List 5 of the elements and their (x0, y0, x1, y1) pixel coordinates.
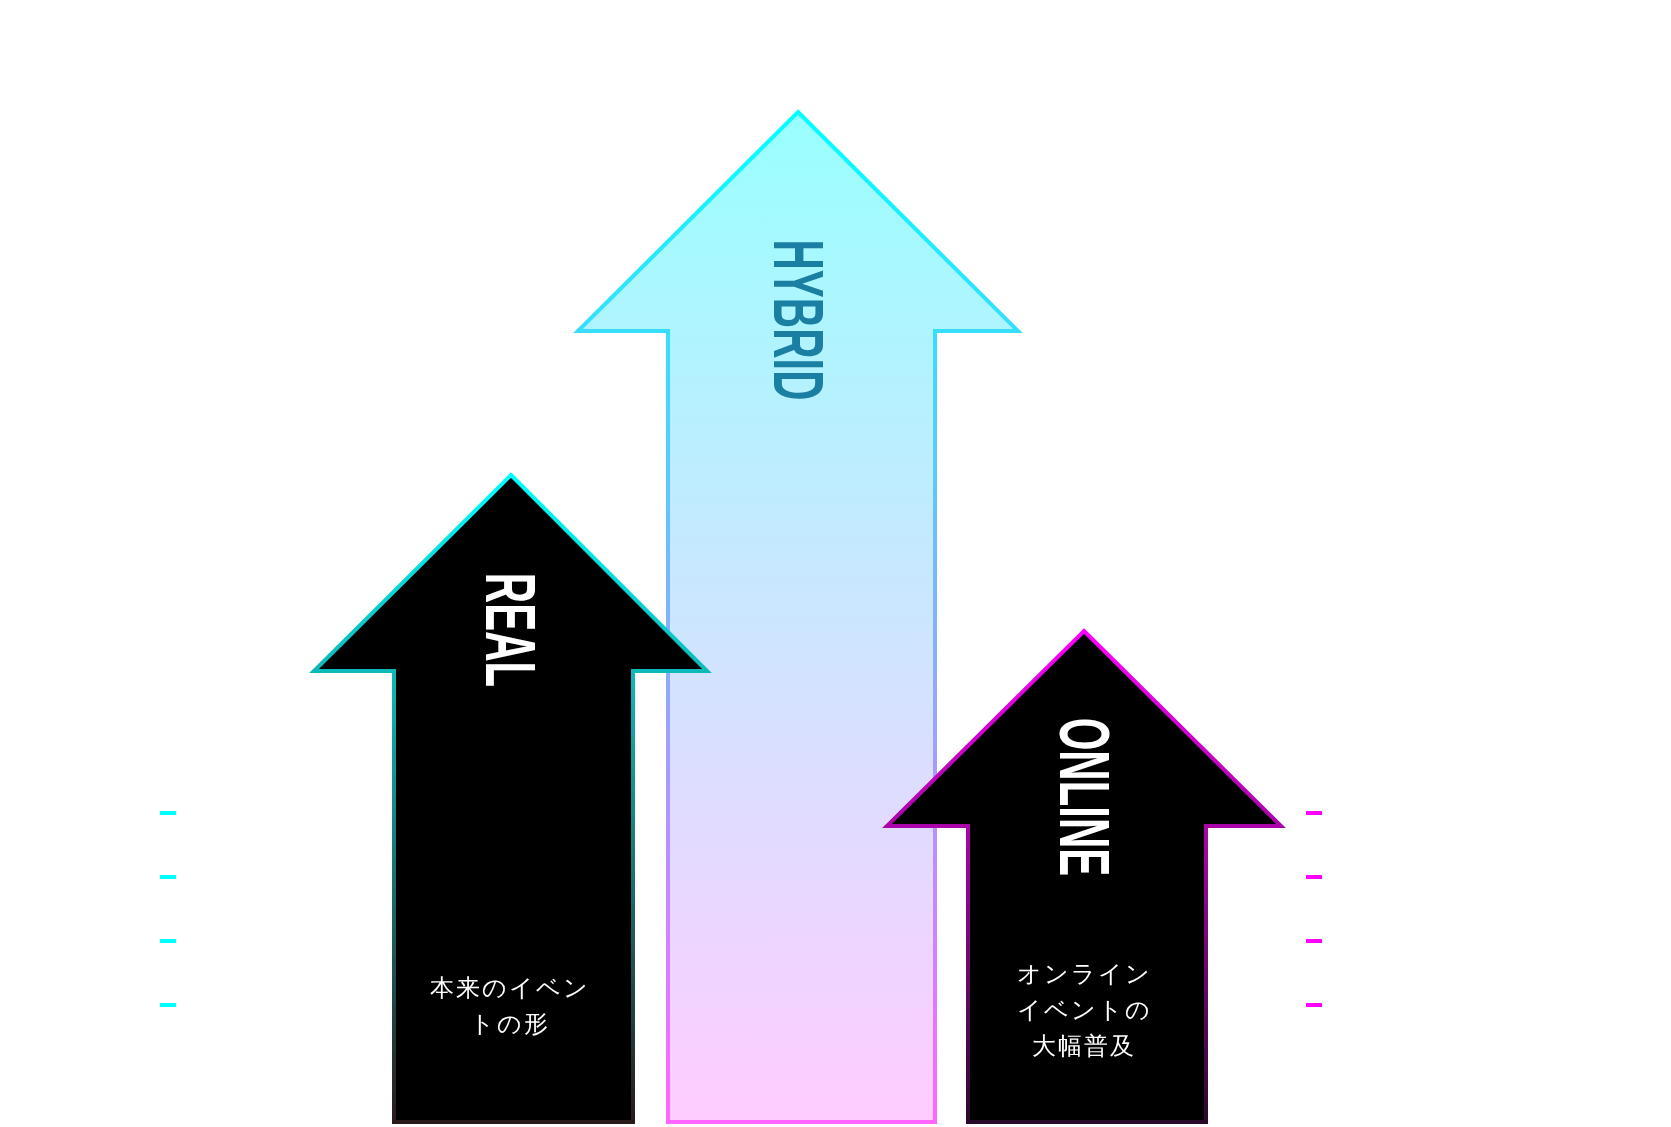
arrow-title: ONLINE (1049, 717, 1119, 877)
arrow-description: オンラインイベントの大幅普及 (1016, 959, 1152, 1062)
arrow-title: REAL (475, 572, 545, 688)
arrow-title: HYBRID (763, 239, 833, 401)
arrow-description: 本来のイベントの形 (429, 973, 591, 1040)
